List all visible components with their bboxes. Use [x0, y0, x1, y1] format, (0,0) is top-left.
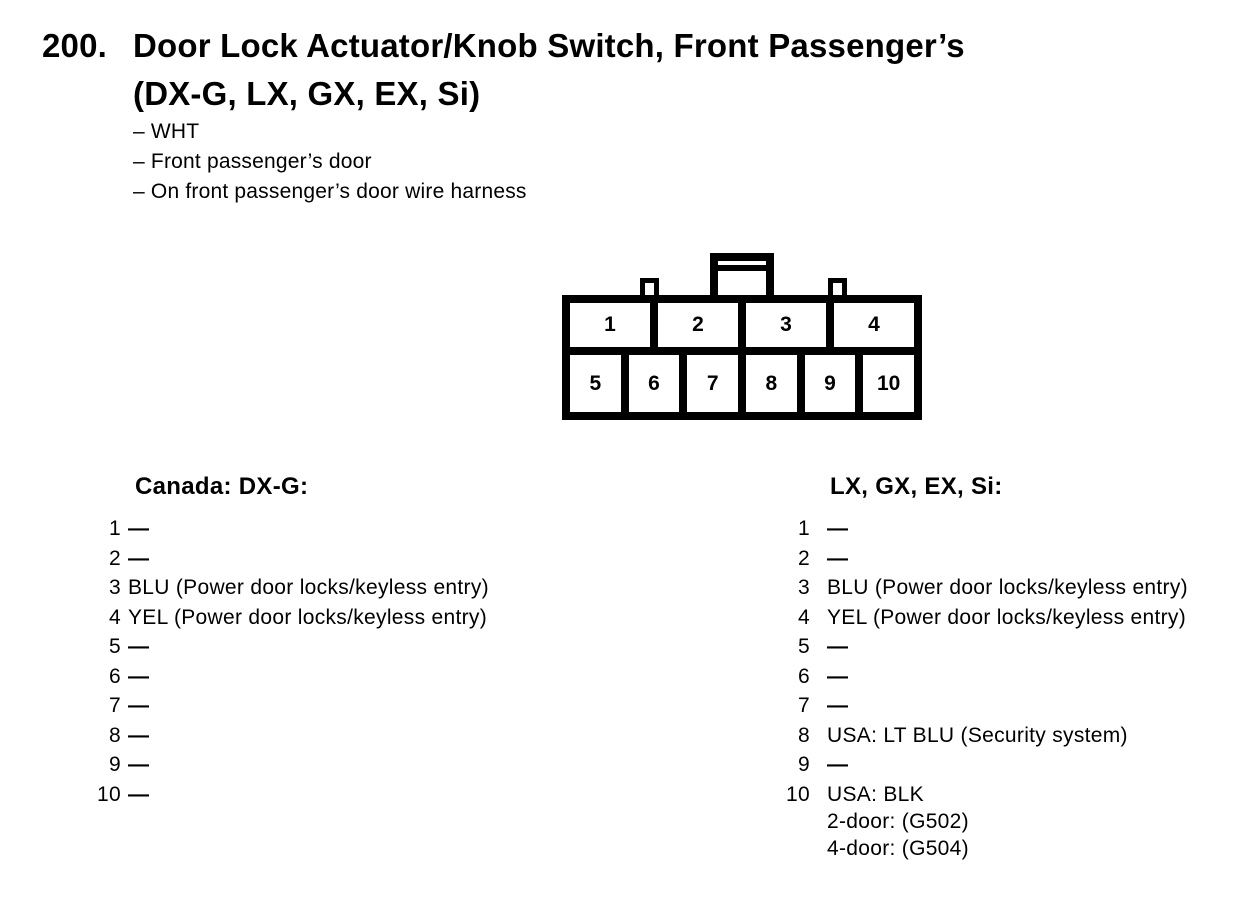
- title-text: Door Lock Actuator/Knob Switch, Front Pa…: [133, 22, 965, 118]
- pin-description: —: [128, 723, 149, 747]
- pin-number: 2: [798, 546, 810, 570]
- pin-number: 3: [798, 576, 810, 600]
- connector-body: 1 2 3 4 5 6 7 8 9 10: [562, 295, 922, 420]
- pin-description: —: [827, 635, 848, 659]
- title-line-1: Door Lock Actuator/Knob Switch, Front Pa…: [133, 27, 965, 64]
- pin-description: YEL (Power door locks/keyless entry): [128, 605, 487, 629]
- pin-list-row: 2 —: [780, 545, 1240, 575]
- column-header: LX, GX, EX, Si:: [830, 473, 1003, 500]
- page-title: 200. Door Lock Actuator/Knob Switch, Fro…: [42, 22, 965, 118]
- pin-cavity: 4: [834, 303, 914, 347]
- pin-number: 1: [109, 517, 121, 540]
- note-item: – WHT: [133, 120, 200, 143]
- pin-description: BLU (Power door locks/keyless entry): [128, 576, 489, 600]
- pin-list-row: 10 —: [91, 781, 691, 808]
- note-item: – On front passenger’s door wire harness: [133, 179, 527, 203]
- pin-description: —: [128, 635, 149, 659]
- pin-number: 5: [109, 635, 121, 659]
- pin-cavity: 3: [746, 303, 826, 347]
- pin-list-row: 1 —: [780, 515, 1240, 545]
- pin-description: —: [827, 753, 848, 777]
- pin-list-row: 7 —: [780, 692, 1240, 722]
- pin-list-row: 1 —: [91, 515, 691, 545]
- pin-list-row: 5 —: [91, 633, 691, 663]
- column-header: Canada: DX-G:: [135, 473, 309, 500]
- pin-cavity: 2: [658, 303, 738, 347]
- pin-number: 7: [798, 694, 810, 718]
- pin-number: 8: [798, 723, 810, 747]
- pin-cavity: 6: [628, 355, 680, 412]
- connector-rib-right: [828, 278, 847, 295]
- pin-cavity: 5: [570, 355, 621, 412]
- pin-table-lx-gx-ex-si: LX, GX, EX, Si: 1 — 2 — 3 BLU (Power doo…: [780, 474, 1240, 862]
- pin-description: USA: BLK 2-door: (G502) 4-door: (G504): [827, 782, 969, 860]
- pin-list-row: 6 —: [780, 663, 1240, 693]
- pin-list-row: 10 USA: BLK 2-door: (G502) 4-door: (G504…: [780, 781, 1240, 862]
- notes-list: – WHT – Front passenger’s door – On fron…: [133, 117, 527, 206]
- pin-cavity: 8: [746, 355, 797, 412]
- pin-description: —: [827, 517, 848, 540]
- pin-description: —: [827, 546, 848, 570]
- pin-list-row: 9 —: [780, 751, 1240, 781]
- pin-description: —: [827, 664, 848, 688]
- pin-cavity: 9: [804, 355, 856, 412]
- pin-row-top: 1 2 3 4: [570, 303, 914, 347]
- connector-rib-left: [640, 278, 659, 295]
- pin-list-row: 7 —: [91, 692, 691, 722]
- pin-description: —: [128, 546, 149, 570]
- pin-number: 3: [109, 576, 121, 600]
- pin-list-row: 3 BLU (Power door locks/keyless entry): [91, 574, 691, 604]
- pin-description: —: [128, 694, 149, 718]
- note-item: – Front passenger’s door: [133, 149, 372, 173]
- pin-number: 4: [798, 605, 810, 629]
- pin-number: 9: [798, 753, 810, 777]
- pin-list-row: 3 BLU (Power door locks/keyless entry): [780, 574, 1240, 604]
- pin-number: 9: [109, 753, 121, 777]
- pin-number: 6: [798, 664, 810, 688]
- pin-number: 5: [798, 635, 810, 659]
- pin-number: 1: [798, 517, 810, 540]
- pin-description: USA: LT BLU (Security system): [827, 723, 1128, 747]
- pin-cavity: 10: [863, 355, 914, 412]
- pin-list-row: 4 YEL (Power door locks/keyless entry): [91, 604, 691, 634]
- pin-number: 8: [109, 723, 121, 747]
- pin-list-row: 6 —: [91, 663, 691, 693]
- title-line-2: (DX-G, LX, GX, EX, Si): [133, 75, 481, 112]
- pin-list-row: 4 YEL (Power door locks/keyless entry): [780, 604, 1240, 634]
- pin-cavity: 7: [687, 355, 738, 412]
- pin-description: —: [128, 782, 149, 806]
- connector-diagram: 1 2 3 4 5 6 7 8 9 10: [562, 253, 922, 423]
- latch-bar: [718, 265, 766, 271]
- pin-table-canada-dxg: Canada: DX-G: 1 — 2 — 3 BLU (Power door …: [91, 474, 691, 808]
- pin-description: YEL (Power door locks/keyless entry): [827, 605, 1186, 629]
- pin-description: —: [128, 517, 149, 540]
- pin-number: 10: [97, 782, 121, 806]
- pin-row-bottom: 5 6 7 8 9 10: [570, 355, 914, 412]
- connector-latch-tab: [710, 253, 774, 295]
- pin-description: —: [128, 753, 149, 777]
- pin-list-row: 8 USA: LT BLU (Security system): [780, 722, 1240, 752]
- pin-list-row: 8 —: [91, 722, 691, 752]
- pin-list-row: 9 —: [91, 751, 691, 781]
- pin-description: —: [827, 694, 848, 718]
- pin-cavity: 1: [570, 303, 650, 347]
- pin-description: BLU (Power door locks/keyless entry): [827, 576, 1188, 600]
- pin-list-row: 5 —: [780, 633, 1240, 663]
- item-number: 200.: [42, 27, 108, 64]
- pin-number: 2: [109, 546, 121, 570]
- pin-number: 7: [109, 694, 121, 718]
- pin-number: 4: [109, 605, 121, 629]
- pin-list-row: 2 —: [91, 545, 691, 575]
- pin-number: 10: [786, 782, 810, 806]
- pin-description: —: [128, 664, 149, 688]
- pin-number: 6: [109, 664, 121, 688]
